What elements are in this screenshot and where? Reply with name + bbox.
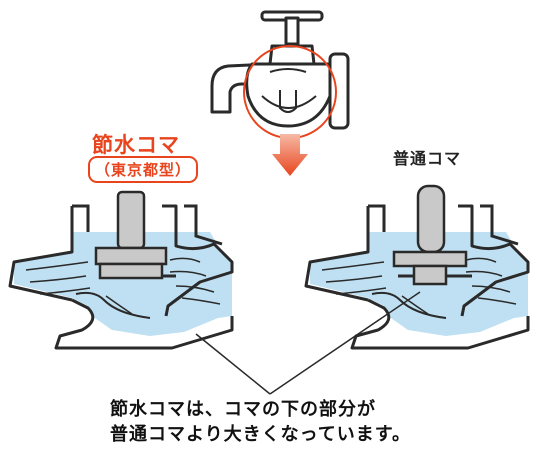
faucet-stem [284, 16, 300, 46]
callout-lines [195, 291, 421, 395]
faucet-bowl [245, 62, 334, 128]
flow-lines [321, 257, 517, 315]
caption-line-2: 普通コマより大きくなっています。 [110, 424, 411, 445]
faucet-wall-mount [328, 52, 350, 130]
water-saving-valve-note: （東京都型） [88, 156, 199, 183]
normal-valve-cross-section [304, 184, 530, 350]
caption: 節水コマは、コマの下の部分が 普通コマより大きくなっています。 [110, 397, 450, 447]
valve-disc-bottom-small [412, 264, 448, 286]
flow-down-arrow-icon [272, 134, 308, 176]
faucet-inner-lines [261, 68, 317, 113]
flow-lines [25, 257, 221, 315]
valve-disc-large [94, 246, 168, 266]
valve-stem [416, 184, 446, 254]
water-saving-valve-label: 節水コマ [92, 133, 180, 157]
valve-stem [116, 190, 146, 250]
caption-line-1: 節水コマは、コマの下の部分が [110, 399, 376, 420]
water-saving-valve-cross-section [8, 190, 234, 350]
valve-disc-bottom-large [98, 262, 164, 280]
valve-disc [392, 250, 468, 268]
normal-valve-label: 普通コマ [393, 149, 462, 168]
faucet-icon [210, 10, 350, 130]
